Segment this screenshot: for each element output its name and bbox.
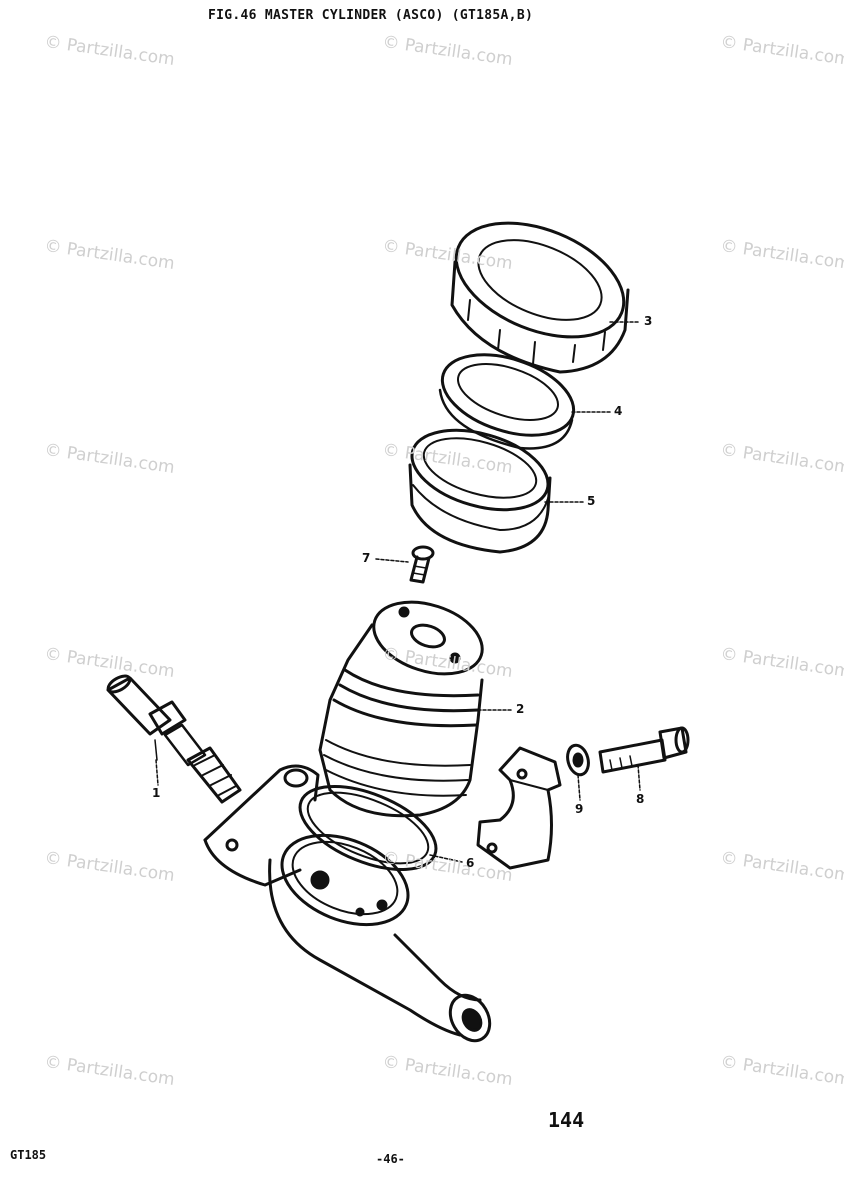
callout-4: 4: [614, 404, 623, 418]
clamp-bracket: [476, 746, 562, 870]
push-rod-part-1: [106, 674, 242, 804]
page-number: 144: [548, 1108, 585, 1132]
callout-7: 7: [362, 551, 371, 565]
figure-title: FIG.46 MASTER CYLINDER (ASCO) (GT185A,B): [208, 8, 534, 23]
rubber-diaphragm-part-5: [408, 428, 552, 554]
diaphragm-plate-part-4: [438, 353, 576, 450]
cylinder-body-part-2: [318, 600, 484, 818]
reservoir-cap-part-3: [450, 221, 630, 374]
callout-5: 5: [587, 494, 596, 508]
mounting-base: [203, 764, 492, 1043]
callout-9: 9: [575, 802, 584, 816]
model-label: GT185: [10, 1148, 47, 1162]
callout-2: 2: [516, 702, 525, 716]
screw-part-7: [409, 545, 435, 584]
callout-8: 8: [636, 792, 645, 806]
callout-6: 6: [466, 856, 475, 870]
o-ring-part-6: [298, 785, 438, 871]
leader-lines: [155, 321, 641, 863]
page-bottom-label: -46-: [376, 1152, 405, 1166]
callout-3: 3: [644, 314, 653, 328]
callout-1: 1: [152, 786, 161, 800]
bolt-part-8: [598, 726, 690, 774]
washer-part-9: [566, 743, 590, 777]
